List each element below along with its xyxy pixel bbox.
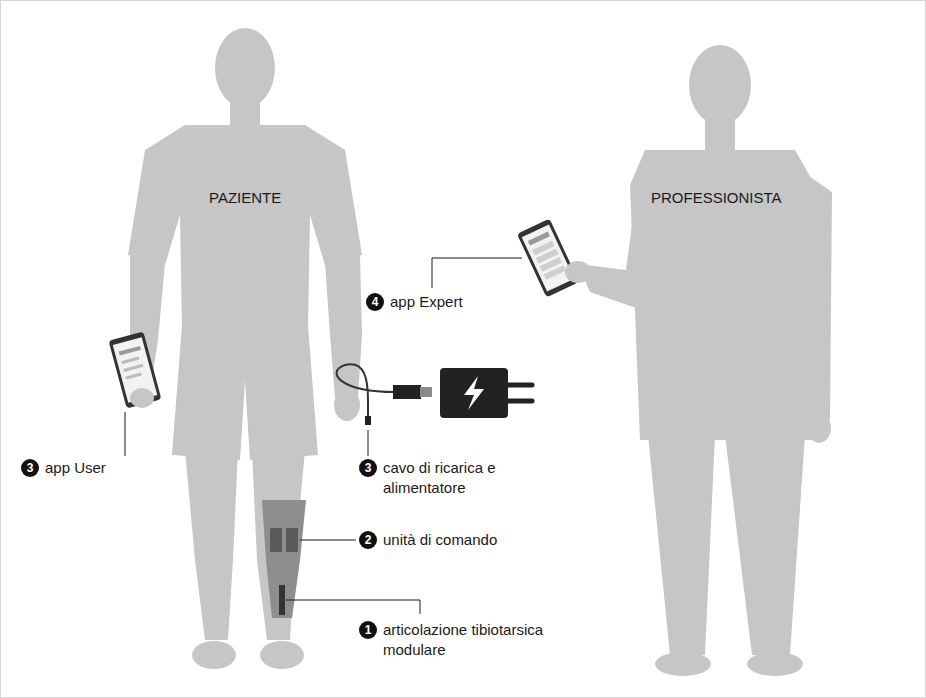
- part-label: app Expert: [390, 292, 530, 312]
- control-unit: [286, 528, 298, 552]
- hand: [565, 261, 591, 283]
- part-label: app User: [45, 458, 125, 478]
- control-unit: [270, 528, 282, 552]
- patient-silhouette: [125, 28, 362, 669]
- professional-silhouette: [578, 45, 832, 676]
- figure-label: PAZIENTE: [209, 188, 281, 208]
- leader-lines: [125, 258, 522, 614]
- figure-label: PROFESSIONISTA: [651, 188, 782, 208]
- part-label: cavo di ricarica e alimentatore: [383, 458, 517, 498]
- callout-number: 1: [359, 621, 377, 639]
- callout-number: 3: [359, 459, 377, 477]
- hand: [130, 388, 154, 408]
- callout-number: 2: [359, 531, 377, 549]
- ankle-joint: [279, 585, 285, 615]
- callout-number: 3: [21, 459, 39, 477]
- part-label: articolazione tibiotarsica modulare: [383, 620, 551, 660]
- phone-user: [109, 332, 162, 409]
- charger: [337, 364, 532, 425]
- callout-number: 4: [366, 293, 384, 311]
- phone-expert: [517, 219, 579, 298]
- part-label: unità di comando: [383, 530, 553, 550]
